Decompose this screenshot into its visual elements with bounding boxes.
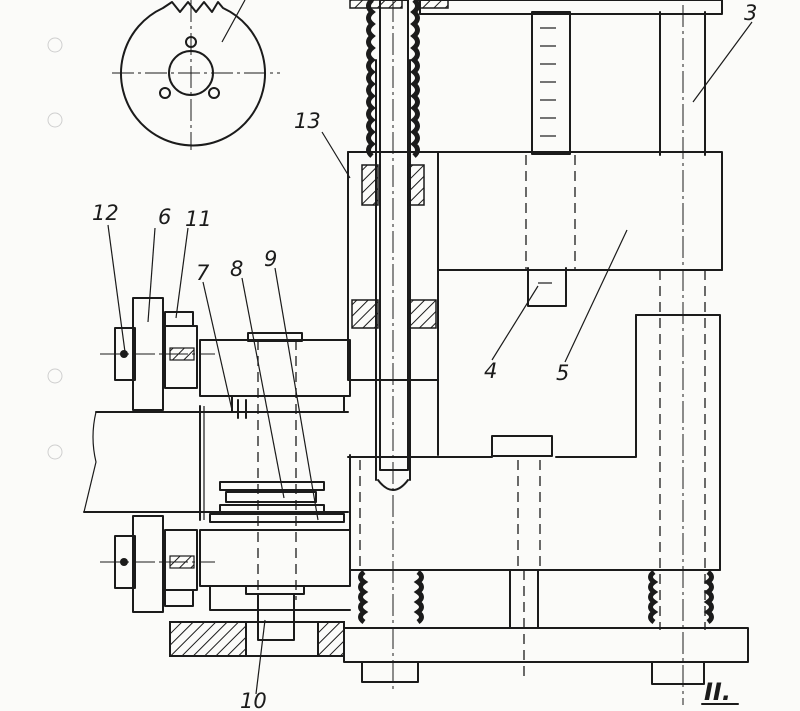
label-8: 8 [230, 257, 243, 281]
label-10: 10 [240, 689, 267, 711]
label-11: 11 [185, 207, 212, 231]
base-plate [169, 569, 749, 685]
label-5: 5 [556, 361, 569, 385]
scale-strip [531, 11, 571, 155]
part-labels: 3 4 5 6 7 8 9 10 11 12 13 II. [92, 1, 757, 711]
upper-side-block [199, 332, 351, 419]
main-body [347, 151, 721, 571]
binder-holes [47, 37, 63, 460]
gear-detail [112, 0, 280, 150]
label-12: 12 [92, 201, 119, 225]
spindle [351, 0, 437, 690]
guide-column [659, 5, 706, 705]
gear-stack [209, 340, 345, 600]
label-6: 6 [158, 205, 171, 229]
label-13: 13 [294, 109, 321, 133]
label-9: 9 [264, 247, 277, 271]
leader-lines [107, 21, 753, 695]
bottom-springs [358, 569, 714, 625]
lower-side-block [199, 529, 351, 641]
lower-clamp [100, 515, 215, 613]
upper-clamp [100, 297, 215, 411]
label-4: 4 [484, 359, 497, 383]
label-3: 3 [744, 1, 757, 25]
pin-4 [527, 267, 567, 307]
view-label: II. [704, 678, 731, 706]
label-7: 7 [196, 261, 210, 285]
upper-block [347, 151, 723, 456]
